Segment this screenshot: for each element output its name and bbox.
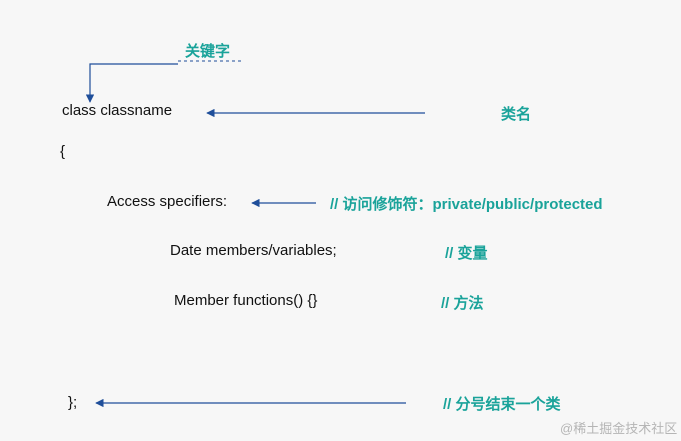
member-functions-label: Member functions() {} [174, 292, 318, 309]
close-brace: }; [68, 394, 78, 411]
keyword-arrow [85, 63, 178, 103]
watermark: @稀土掘金技术社区 [560, 421, 678, 436]
classname-annotation: 类名 [501, 106, 532, 123]
variables-annotation: // 变量 [445, 245, 488, 262]
keyword-annotation: 关键字 [185, 43, 231, 60]
access-annotation: // 访问修饰符：private/public/protected [330, 196, 603, 213]
methods-annotation: // 方法 [441, 295, 484, 312]
semicolon-annotation: // 分号结束一个类 [443, 396, 561, 413]
class-declaration: class classname [62, 102, 173, 119]
data-members-label: Date members/variables; [170, 242, 337, 259]
access-specifiers-label: Access specifiers: [107, 193, 228, 210]
open-brace: { [60, 143, 66, 160]
